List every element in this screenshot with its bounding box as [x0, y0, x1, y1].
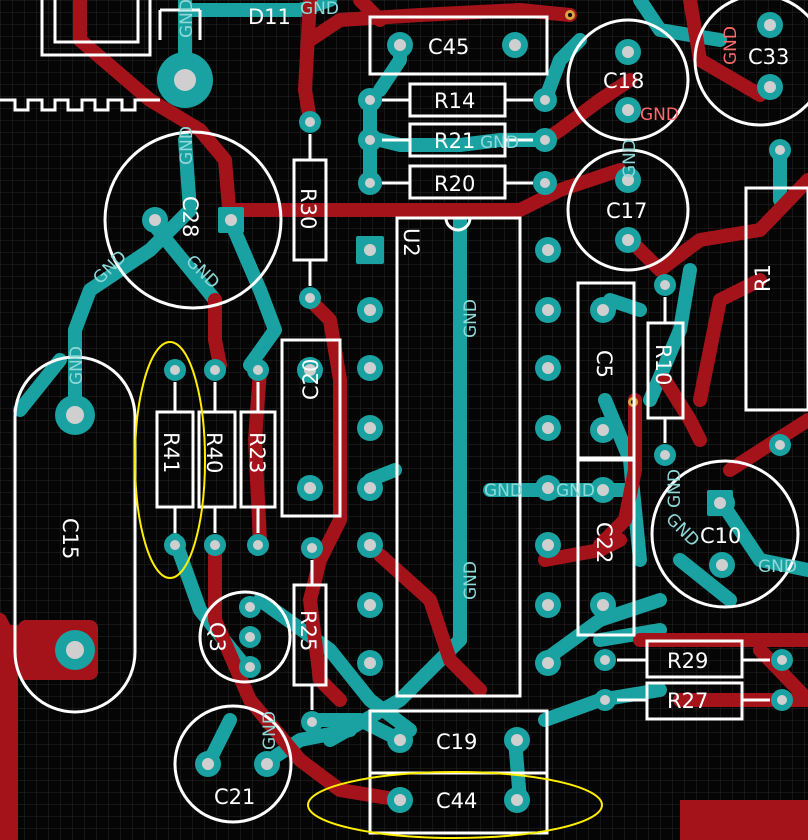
label-c22[interactable]: C22 [592, 522, 616, 563]
label-r29[interactable]: R29 [667, 649, 708, 673]
label-r23[interactable]: R23 [245, 432, 269, 473]
label-c21[interactable]: C21 [214, 785, 255, 809]
net-gnd: GND [620, 139, 640, 178]
label-r30[interactable]: R30 [296, 188, 320, 229]
label-r41[interactable]: R41 [159, 432, 183, 473]
net-gnd-top: GND [721, 26, 741, 65]
label-c18[interactable]: C18 [603, 69, 644, 93]
label-c33[interactable]: C33 [748, 45, 789, 69]
label-r14[interactable]: R14 [434, 89, 475, 113]
net-gnd: GND [260, 711, 280, 750]
label-c19[interactable]: C19 [436, 730, 477, 754]
net-gnd: GND [665, 469, 685, 508]
designators: D11 C45 R14 R21 R20 C18 C33 C17 C10 R29 … [58, 5, 789, 813]
label-r1[interactable]: R1 [751, 264, 775, 292]
label-c10[interactable]: C10 [700, 524, 741, 548]
net-gnd: GND [461, 561, 481, 600]
net-gnd: GND [177, 126, 197, 165]
label-d11[interactable]: D11 [248, 5, 291, 29]
net-gnd: GND [177, 0, 197, 38]
label-r40[interactable]: R40 [202, 432, 226, 473]
bottom-copper-layer [13, 0, 808, 807]
label-c45[interactable]: C45 [428, 35, 469, 59]
label-q3[interactable]: Q3 [205, 622, 229, 652]
round-pads [55, 12, 793, 813]
selection-highlights [134, 341, 603, 839]
label-c15[interactable]: C15 [58, 518, 82, 559]
net-gnd: GND [480, 133, 519, 153]
label-c5[interactable]: C5 [592, 350, 616, 378]
net-gnd: GND [300, 0, 339, 19]
label-c17[interactable]: C17 [606, 199, 647, 223]
label-r27[interactable]: R27 [667, 689, 708, 713]
label-c44[interactable]: C44 [436, 789, 477, 813]
label-r21[interactable]: R21 [434, 129, 475, 153]
net-gnd-top: GND [640, 105, 679, 125]
highlight-c44 [307, 771, 603, 839]
net-gnd: GND [67, 346, 87, 385]
label-r20[interactable]: R20 [434, 172, 475, 196]
net-gnd: GND [556, 481, 595, 501]
pad-holes [66, 19, 787, 806]
net-gnd: GND [484, 481, 523, 501]
label-c20[interactable]: C20 [299, 359, 323, 400]
label-r10[interactable]: R10 [651, 344, 675, 385]
pads-layer [55, 10, 793, 813]
label-u2[interactable]: U2 [399, 228, 423, 257]
label-r25[interactable]: R25 [296, 610, 320, 651]
net-gnd: GND [758, 557, 797, 577]
net-gnd: GND [461, 299, 481, 338]
label-c28[interactable]: C28 [178, 196, 202, 237]
highlight-r41 [134, 341, 206, 579]
